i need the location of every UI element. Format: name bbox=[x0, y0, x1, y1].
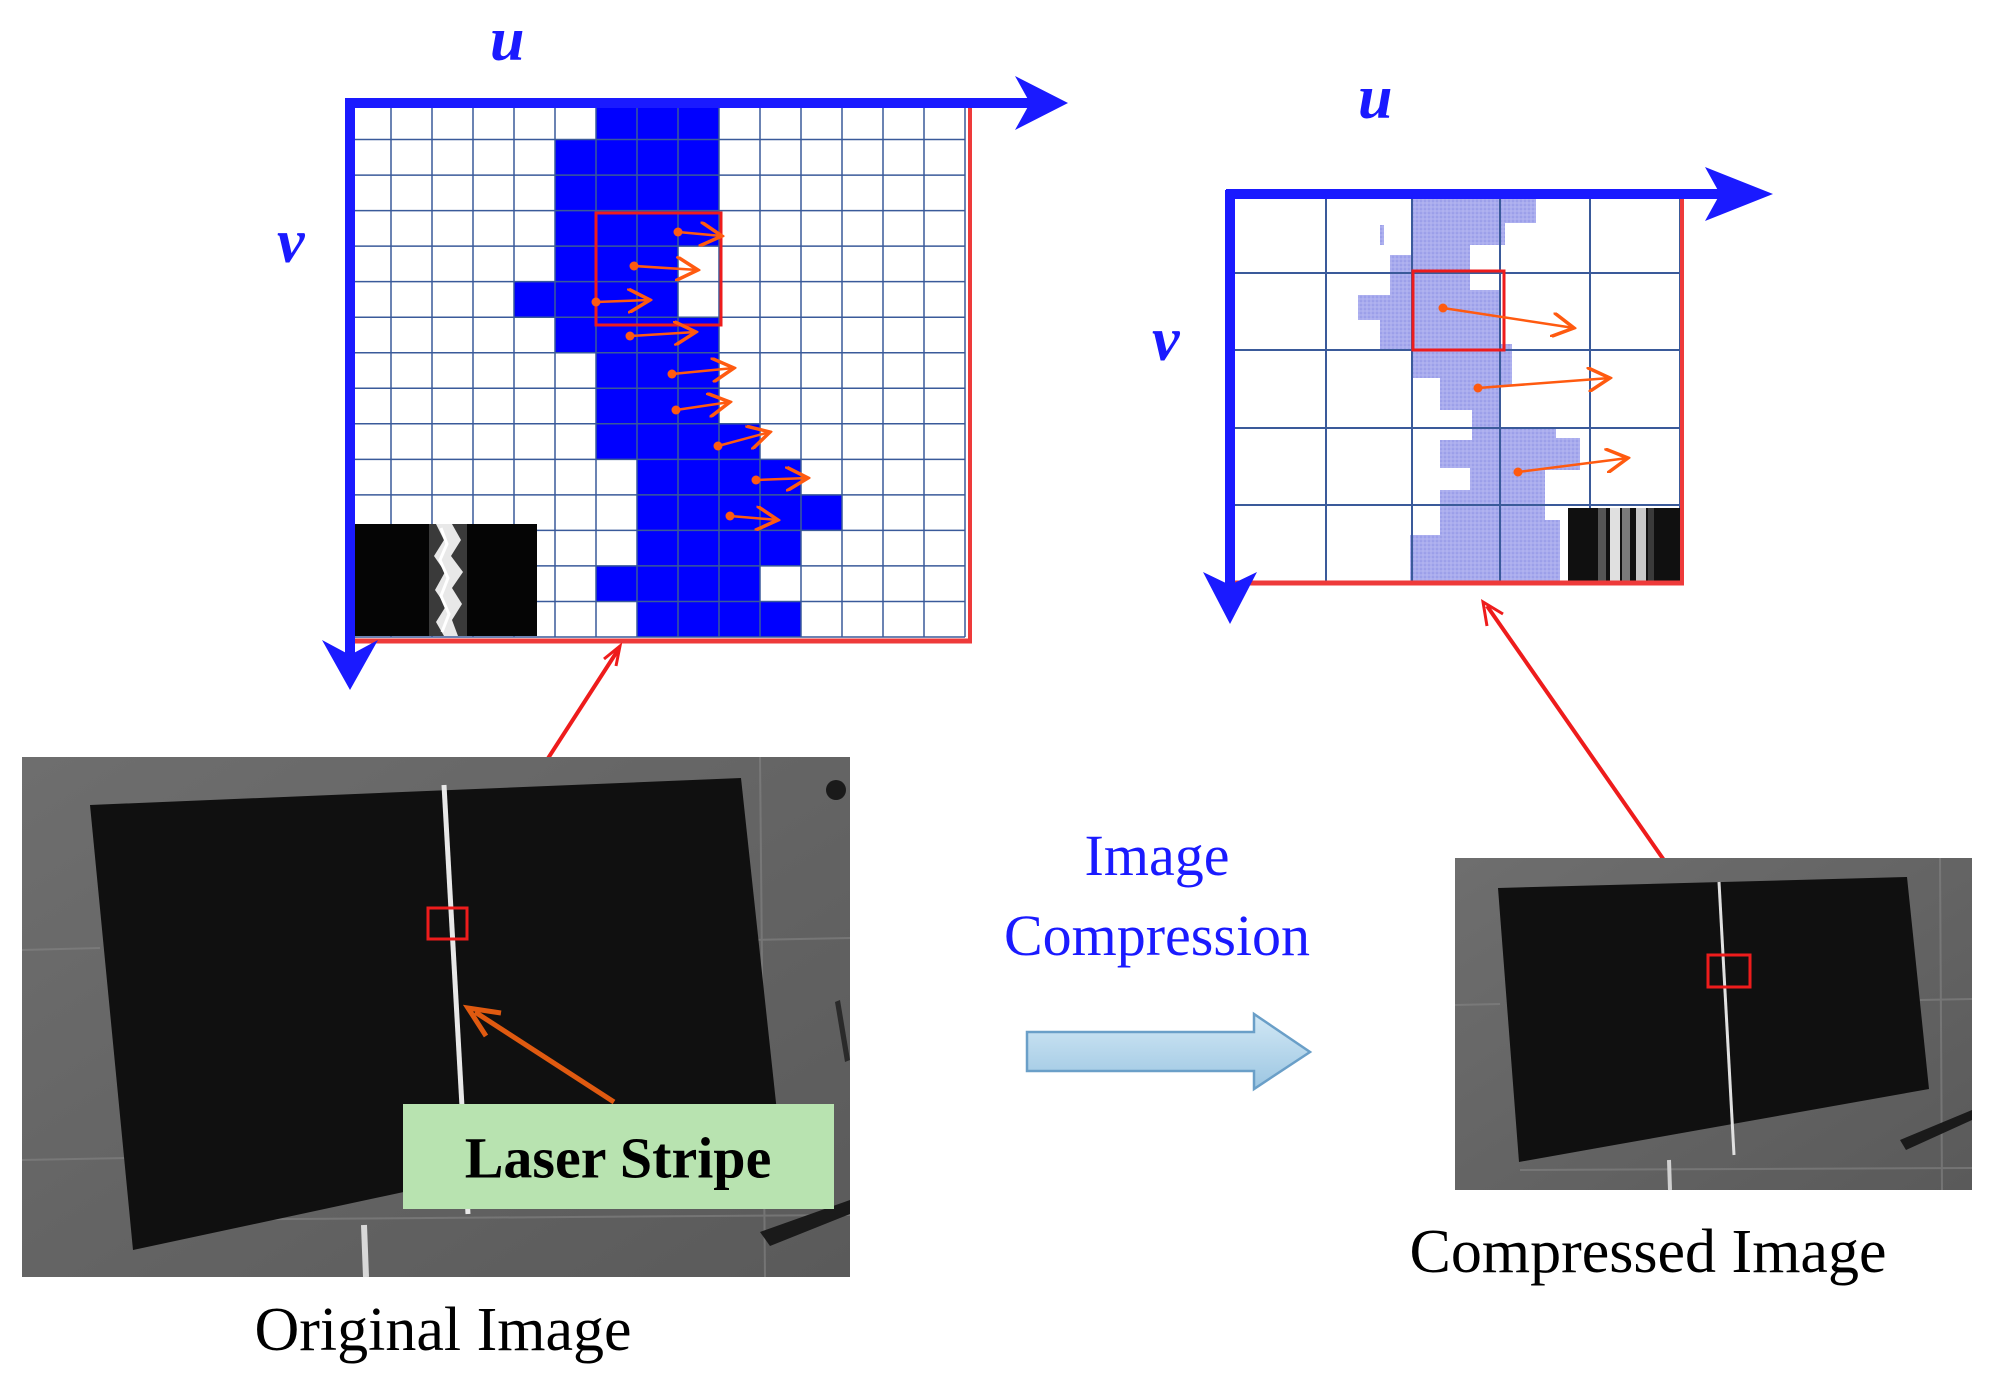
compressed-region-marker bbox=[1706, 953, 1752, 989]
stripe-pixel-row bbox=[596, 104, 719, 140]
stripe-direction-vector bbox=[1477, 378, 1610, 388]
original-v-axis-label: v bbox=[277, 208, 306, 276]
compressed-v-axis-label: v bbox=[1152, 306, 1181, 374]
compression-label-line2: Compression bbox=[1004, 903, 1310, 968]
original-u-axis-label: u bbox=[490, 6, 524, 74]
original-stripe-center-vectors bbox=[591, 228, 809, 521]
laser-stripe-label-box: Laser Stripe bbox=[403, 1104, 834, 1209]
compressed-laser-stripe bbox=[1717, 881, 1736, 1156]
compressed-image-caption: Compressed Image bbox=[1410, 1218, 1887, 1286]
stripe-direction-vector bbox=[675, 402, 730, 410]
compressed-pixel-grid-panel: u v bbox=[1152, 64, 1773, 624]
compressed-image bbox=[1454, 857, 1973, 1191]
original-image-caption: Original Image bbox=[254, 1296, 631, 1364]
stripe-direction-vector bbox=[729, 516, 778, 520]
original-u-axis bbox=[346, 76, 1068, 130]
original-v-axis bbox=[322, 98, 378, 690]
stripe-direction-vector bbox=[595, 300, 650, 302]
stripe-pixel-row bbox=[637, 494, 842, 531]
compression-arrow bbox=[1025, 1011, 1313, 1092]
stripe-gap-pixel bbox=[678, 246, 719, 282]
compressed-stripe-thumbnail bbox=[1568, 508, 1682, 582]
stripe-direction-vector bbox=[1517, 458, 1628, 472]
stripe-direction-vector bbox=[633, 266, 698, 270]
compressed-stripe-center-vectors bbox=[1438, 303, 1629, 477]
stripe-direction-vector bbox=[1442, 306, 1574, 328]
laser-stripe-pointer bbox=[462, 1004, 616, 1105]
original-grid-lines bbox=[349, 103, 966, 638]
compressed-selection-window bbox=[1411, 269, 1506, 352]
stripe-direction-vector bbox=[677, 232, 722, 236]
original-selection-window bbox=[594, 211, 723, 327]
laser-stripe-label: Laser Stripe bbox=[465, 1125, 772, 1190]
stripe-direction-vector bbox=[671, 368, 734, 374]
stripe-direction-vector bbox=[629, 332, 696, 336]
stripe-direction-vector bbox=[755, 478, 808, 480]
compression-label-line1: Image bbox=[1085, 823, 1230, 888]
original-stripe-thumbnail bbox=[355, 524, 537, 636]
stripe-direction-vector bbox=[717, 432, 770, 446]
compressed-u-axis-label: u bbox=[1358, 64, 1392, 132]
compressed-v-axis bbox=[1203, 190, 1257, 624]
original-region-marker bbox=[426, 906, 469, 941]
original-pixel-grid-panel: u v bbox=[277, 6, 1068, 690]
compressed-u-axis bbox=[1226, 167, 1773, 221]
